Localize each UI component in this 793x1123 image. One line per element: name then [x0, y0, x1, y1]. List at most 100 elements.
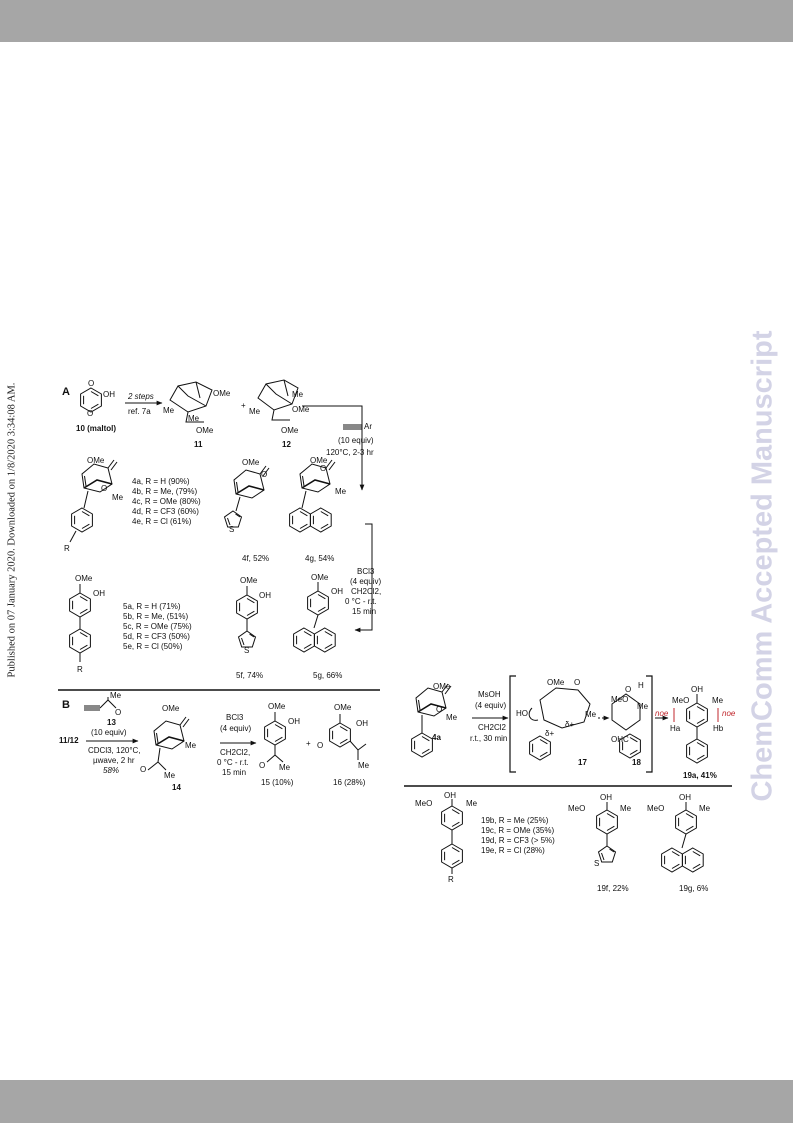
compound-17-structure: [528, 687, 591, 761]
list5-item: 5c, R = OMe (75%): [123, 622, 192, 631]
bottom-banner: [0, 1080, 793, 1123]
c15-ome: OMe: [268, 702, 286, 711]
c4f-s: S: [229, 525, 234, 534]
list19-item: 19b, R = Me (25%): [481, 816, 549, 825]
list4-item: 4a, R = H (90%): [132, 477, 190, 486]
c18-meo: MeO: [611, 695, 628, 704]
step-reference: ref. 7a: [128, 407, 151, 416]
c19-meo: MeO: [415, 799, 432, 808]
c17-delta: δ+: [565, 720, 574, 729]
c16-me: Me: [358, 761, 370, 770]
bcl3-temp: 0 °C - r.t.: [345, 597, 377, 606]
maltol-oh: OH: [103, 390, 115, 399]
start-material: 11/12: [59, 736, 79, 745]
c4g-me: Me: [335, 487, 347, 496]
yield-4f: 4f, 52%: [242, 554, 269, 563]
dimer12-ome-1: OMe: [292, 405, 310, 414]
maltol-carbonyl-o: O: [88, 379, 94, 388]
c4a-ome: OMe: [433, 682, 451, 691]
compound-4a-structure: [411, 683, 452, 758]
c19g-me: Me: [699, 804, 711, 813]
yield-4g: 4g, 54%: [305, 554, 334, 563]
c19g-oh: OH: [679, 793, 691, 802]
step-count: 2 steps: [127, 392, 154, 401]
bcl3-time: 15 min: [352, 607, 376, 616]
compound-11-label: 11: [194, 440, 203, 449]
c14-ome: OMe: [162, 704, 180, 713]
compound-13-label: 13: [107, 718, 116, 727]
dimer-11-structure: [169, 381, 213, 423]
c14-o: O: [140, 765, 146, 774]
c19a-me: Me: [712, 696, 724, 705]
c17-me: Me: [585, 710, 597, 719]
c16-oh: OH: [356, 719, 368, 728]
c19f-oh: OH: [600, 793, 612, 802]
top-banner: [0, 0, 793, 42]
plus-sign-b: +: [306, 739, 311, 748]
msoh-conditions: r.t., 30 min: [470, 734, 507, 743]
b-bcl3-temp: 0 °C - r.t.: [217, 758, 249, 767]
b-bcl3-reagent: BCl3: [226, 713, 244, 722]
list4-item: 4b, R = Me, (79%): [132, 487, 197, 496]
c19f-s: S: [594, 859, 599, 868]
list5-item: 5a, R = H (71%): [123, 602, 181, 611]
c16-o: O: [317, 741, 323, 750]
dimer11-ome-1: OMe: [213, 389, 231, 398]
c17-o: O: [574, 678, 580, 687]
c5f-oh: OH: [259, 591, 271, 600]
compound-18-structure: [611, 693, 641, 759]
compound-15-structure: [264, 712, 286, 763]
c18-me: Me: [637, 702, 649, 711]
compound-5g-structure: [294, 582, 336, 652]
noe-label-a: noe: [655, 709, 669, 718]
c5f-ome: OMe: [240, 576, 258, 585]
c19-oh: OH: [444, 791, 456, 800]
b-conditions-2: µwave, 2 hr: [93, 756, 135, 765]
c4-ome: OMe: [87, 456, 105, 465]
alkyne-aryl: Ar: [364, 422, 372, 431]
compound-19-structure: [441, 799, 463, 874]
c13-me: Me: [110, 691, 122, 700]
compound-5-structure: [69, 584, 91, 662]
yield-19f: 19f, 22%: [597, 884, 629, 893]
b-bcl3-time: 15 min: [222, 768, 246, 777]
c19a-hb: Hb: [713, 724, 724, 733]
compound-14-label: 14: [172, 783, 181, 792]
bcl3-solvent: CH2Cl2,: [351, 587, 381, 596]
c4a-me: Me: [446, 713, 458, 722]
b-conditions-1: CDCl3, 120°C,: [88, 746, 141, 755]
b-yield: 58%: [103, 766, 119, 775]
c19-me: Me: [466, 799, 478, 808]
list4-item: 4d, R = CF3 (60%): [132, 507, 199, 516]
c4-bridge-o: O: [101, 484, 107, 493]
compound-5f-structure: [236, 586, 258, 648]
list5-item: 5d, R = CF3 (50%): [123, 632, 190, 641]
dimer12-ome-2: OMe: [281, 426, 299, 435]
compound-17-label: 17: [578, 758, 587, 767]
yield-5g: 5g, 66%: [313, 671, 342, 680]
c5-ome: OMe: [75, 574, 93, 583]
msoh-solvent: CH2Cl2: [478, 723, 507, 732]
dimer11-me: Me: [163, 406, 175, 415]
list5-item: 5e, R = Cl (50%): [123, 642, 183, 651]
compound-19g-structure: [662, 802, 704, 872]
c4f-ketone-o: O: [261, 470, 267, 479]
list4-item: 4e, R = Cl (61%): [132, 517, 192, 526]
c19-r-group: R: [448, 875, 454, 884]
maltol-ring-o: O: [87, 409, 93, 418]
c18-ohc: OHC: [611, 735, 629, 744]
c14-me: Me: [185, 741, 197, 750]
yield-19g: 19g, 6%: [679, 884, 708, 893]
compound-13-structure: [84, 697, 117, 711]
c17-ome: OMe: [547, 678, 565, 687]
compound-4f-structure: [224, 465, 270, 528]
c4g-ome: OMe: [310, 456, 328, 465]
c19g-meo: MeO: [647, 804, 664, 813]
c19f-meo: MeO: [568, 804, 585, 813]
yield-15: 15 (10%): [261, 778, 294, 787]
compound-4a-label: 4a: [432, 733, 441, 742]
compound-14-structure: [147, 716, 190, 771]
part-b-label: B: [62, 699, 70, 711]
c18-h: H: [638, 681, 644, 690]
